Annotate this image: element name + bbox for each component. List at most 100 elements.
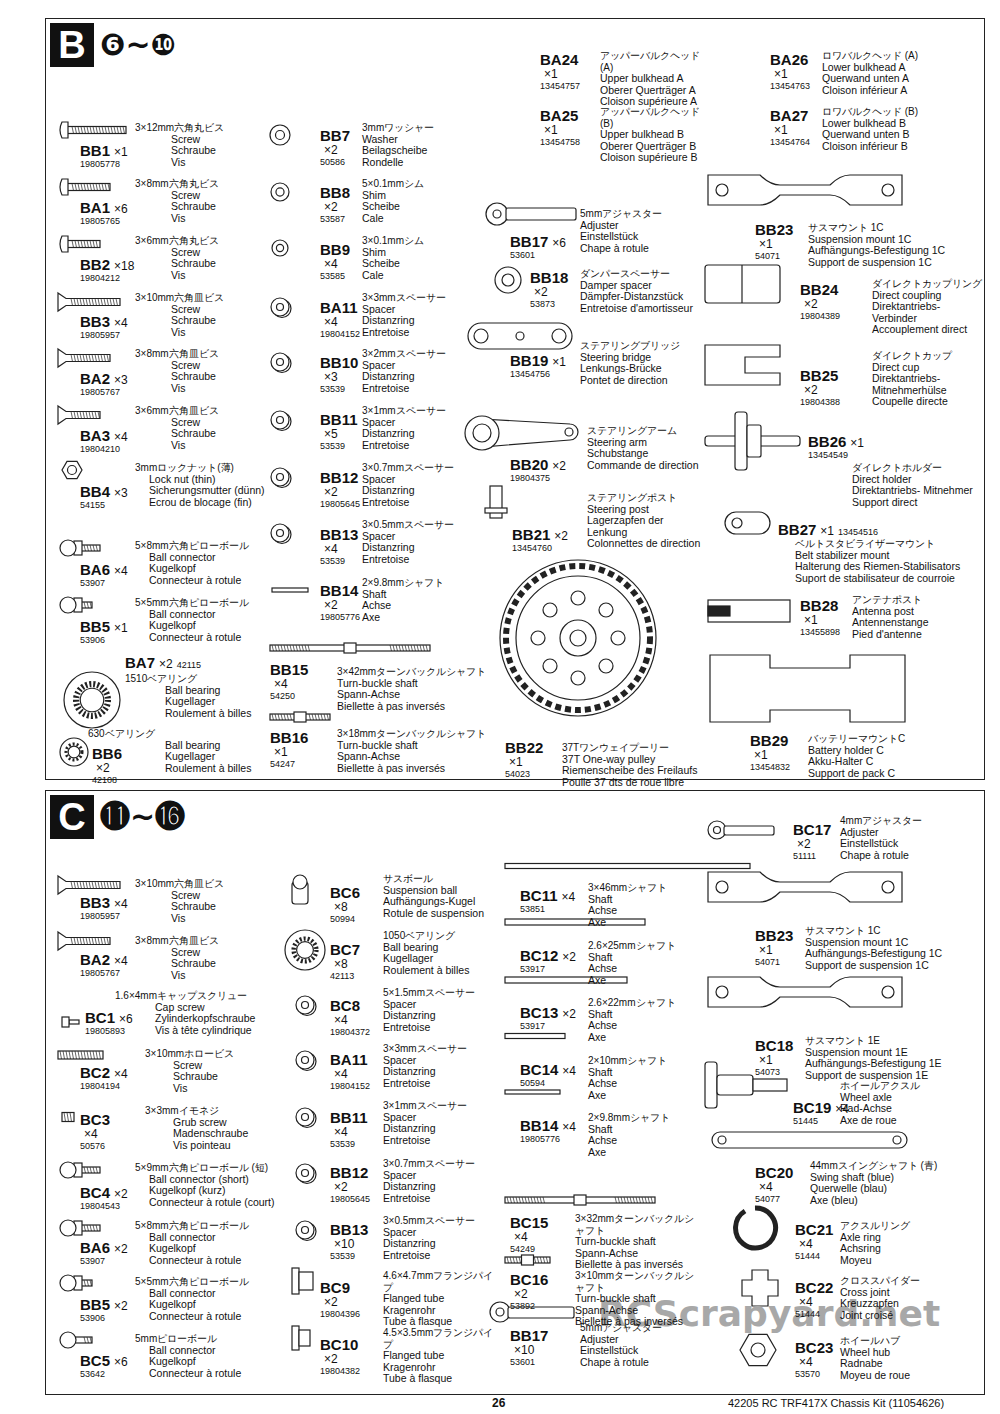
part-name: Querwand unten A <box>822 73 918 85</box>
part-id-row: BC17 <box>793 822 831 838</box>
quantity: ×2 <box>804 384 818 397</box>
part-id-row: BC15 <box>510 1215 548 1231</box>
belt-stabilizer-icon <box>725 512 770 534</box>
quantity: ×8 <box>334 958 348 971</box>
quantity: ×3 <box>114 487 128 500</box>
quantity: ×2 <box>324 1353 338 1366</box>
part-number: 51444 <box>795 1309 820 1319</box>
part-name: Axe <box>588 917 667 929</box>
part-code: BB3 <box>80 895 110 911</box>
quantity: ×4 <box>324 258 338 271</box>
part-name: Belt stabilizer mount <box>795 550 960 562</box>
part-id-row: BB13 <box>320 527 358 543</box>
part-id-row: BA11 <box>330 1052 370 1068</box>
part-number: 13454516 <box>838 527 878 537</box>
part-code: BC20 <box>755 1165 793 1181</box>
part-id-row: ×1 <box>505 756 543 769</box>
part-id: BB14×219805776 <box>320 583 360 622</box>
turnbuckle-icon <box>284 645 286 651</box>
hollow-screw-icon <box>87 1051 89 1059</box>
part-id: BA24×113454757 <box>540 52 580 91</box>
part-id: BA1×619805765 <box>80 200 128 226</box>
flat-screw-icon <box>101 938 103 945</box>
hollow-screw-icon <box>90 1051 92 1059</box>
part-id-row: BC6 <box>330 885 360 901</box>
part-name: Achse <box>588 905 667 917</box>
spacer-icon <box>277 304 284 311</box>
part-number: 53917 <box>520 1021 545 1031</box>
pan-screw-icon <box>81 127 83 134</box>
part-id-row: BC2×4 <box>80 1065 128 1081</box>
grub-screw-icon <box>62 1113 74 1122</box>
spacer-icon <box>277 530 284 537</box>
part-code: BA26 <box>770 52 808 68</box>
adjuster-icon <box>490 1302 510 1322</box>
grub-screw-icon <box>67 1113 69 1122</box>
part-code: BB13 <box>320 527 358 543</box>
part-id-row: ×2 <box>330 1181 370 1194</box>
ball-bearing-icon <box>68 746 80 758</box>
part-id-row: BC9 <box>320 1280 360 1296</box>
direct-holder-icon <box>735 412 747 470</box>
part-id: BB15×454250 <box>270 662 308 701</box>
part-description: ダイレクトカップDirect cupDirektantriebs- Mitneh… <box>872 350 982 408</box>
part-name: Vis <box>171 383 219 395</box>
pulley-icon <box>571 591 585 605</box>
adjuster-icon <box>708 821 774 839</box>
part-name-ja: 3×12mm六角丸ビス <box>135 122 224 134</box>
part-id-row: BC5×6 <box>80 1353 128 1369</box>
part-id-row: ×2 <box>800 298 840 311</box>
part-number: 54250 <box>270 691 295 701</box>
turnbuckle-icon <box>396 645 398 651</box>
quantity: ×2 <box>324 201 338 214</box>
ball-connector-icon <box>87 1337 89 1343</box>
steering-arm-icon <box>465 416 578 450</box>
flat-screw-icon <box>86 938 88 945</box>
part-id-row: 42108 <box>92 775 122 785</box>
part-name: Screw <box>171 947 219 959</box>
swing-shaft-icon <box>718 1136 726 1144</box>
part-name: Cloison inférieur A <box>822 85 918 97</box>
part-name: Roulement à billes <box>165 708 251 720</box>
suspension-mount-icon <box>716 986 728 998</box>
turnbuckle-icon <box>543 1257 545 1263</box>
part-name-ja: 3×46mmシャフト <box>588 882 667 894</box>
part-name: Swing shaft (blue) <box>810 1172 937 1184</box>
part-name: Chape à rotule <box>580 243 662 255</box>
part-name: Vis pointeau <box>173 1140 248 1152</box>
part-name: Joint croisé <box>840 1310 920 1322</box>
part-id: BA11×419804152 <box>330 1052 370 1091</box>
part-name: Spacer <box>383 1112 467 1124</box>
part-number: 54247 <box>270 759 295 769</box>
part-description: 5×1.5mmスペーサーSpacerDistanzringEntretoise <box>383 987 475 1033</box>
part-name: Shim <box>362 190 424 202</box>
part-id-row: 19805767 <box>80 387 128 397</box>
part-name: Spacer <box>362 360 446 372</box>
part-name-ja: 3×10mm六角皿ビス <box>135 878 224 890</box>
quantity: ×1 <box>114 622 128 635</box>
quantity: ×1 <box>114 146 128 159</box>
quantity: ×2 <box>514 1288 528 1301</box>
part-id: BB13×453539 <box>320 527 358 566</box>
suspension-mount-icon <box>882 184 894 196</box>
part-id: BB12×219805645 <box>330 1165 370 1204</box>
part-name: Einstellstück <box>580 231 662 243</box>
part-description: 3×0.7mmスペーサーSpacerDistanzringEntretoise <box>362 462 454 508</box>
part-description: 3×46mmシャフトShaftAchseAxe <box>588 882 667 928</box>
part-id: BA27×113454764 <box>770 108 810 147</box>
part-description: 3×0.5mmスペーサーSpacerDistanzringEntretoise <box>362 519 454 565</box>
part-name-ja: ダイレクトカップ <box>872 350 982 362</box>
turnbuckle-icon <box>639 1197 641 1203</box>
part-number: 53917 <box>520 964 545 974</box>
part-id-row: BA2×4 <box>80 952 128 968</box>
flat-screw-icon <box>98 299 100 306</box>
quantity: ×1 <box>544 124 558 137</box>
pan-screw-icon <box>87 127 89 134</box>
washer-icon <box>270 125 290 145</box>
part-name: Tube à flasque <box>383 1316 495 1328</box>
flat-screw-icon <box>80 299 82 306</box>
part-description: 3×8mm六角皿ビスScrewSchraubeVis <box>135 348 219 394</box>
part-id-row: BB25 <box>800 368 840 384</box>
part-name-ja: 1.6×4mmキャップスクリュー <box>115 990 255 1002</box>
part-id-row: ×10 <box>330 1238 368 1251</box>
